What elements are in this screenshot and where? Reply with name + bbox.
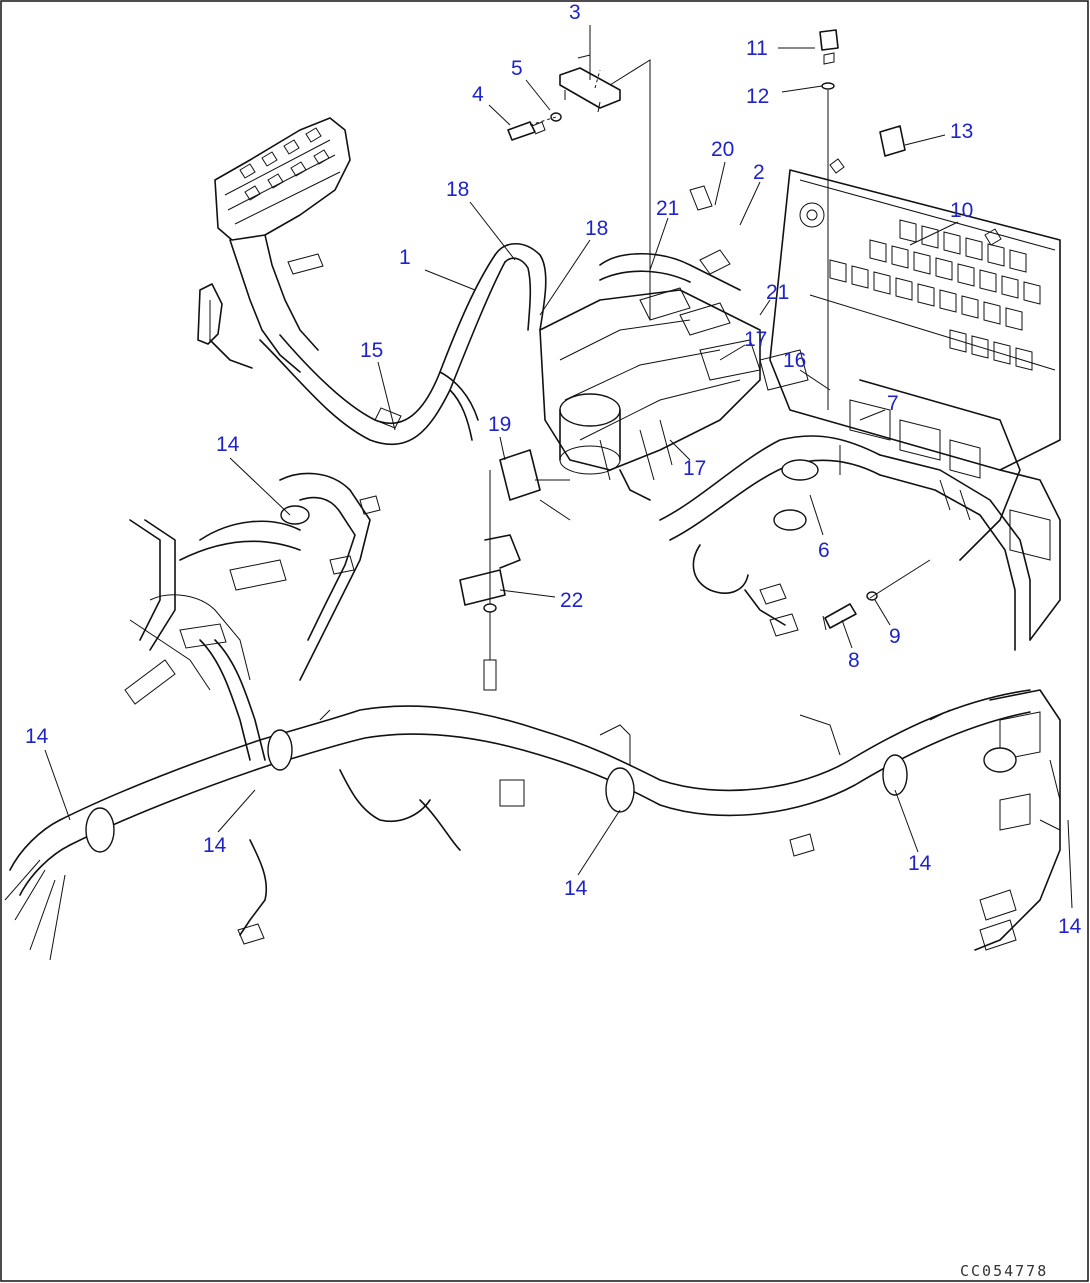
callout-14d: 14 xyxy=(564,877,588,900)
callout-7: 7 xyxy=(887,392,899,415)
callout-17a: 17 xyxy=(744,328,767,351)
connector-cluster-upper-left xyxy=(197,117,351,373)
callout-19: 19 xyxy=(488,413,511,436)
relay-box-10 xyxy=(769,158,1061,641)
cap-11 xyxy=(819,29,839,65)
callout-14c: 14 xyxy=(203,834,227,857)
callout-3: 3 xyxy=(569,1,581,24)
callout-12: 12 xyxy=(746,85,769,108)
bracket-19-22 xyxy=(459,449,571,691)
harness-mid-right xyxy=(659,435,1031,651)
drawing-code: CC054778 xyxy=(960,1262,1048,1280)
harness-lower-long xyxy=(4,689,1031,961)
lower-right-assembly xyxy=(974,689,1061,951)
callout-21b: 21 xyxy=(766,281,789,304)
callout-11: 11 xyxy=(746,37,768,60)
callout-22: 22 xyxy=(560,589,583,612)
callout-14b: 14 xyxy=(25,725,49,748)
bracket-3 xyxy=(559,54,621,113)
callout-14f: 14 xyxy=(1058,915,1082,938)
washer-5 xyxy=(550,112,562,122)
callout-18b: 18 xyxy=(585,217,608,240)
callout-5: 5 xyxy=(511,57,523,80)
callout-15: 15 xyxy=(360,339,383,362)
callout-6: 6 xyxy=(818,539,830,562)
harness-1-trunk xyxy=(259,242,547,446)
relay-13 xyxy=(879,125,906,157)
callout-21a: 21 xyxy=(656,197,679,220)
center-controller-assembly xyxy=(539,185,809,501)
callout-14e: 14 xyxy=(908,852,932,875)
harness-left-middle xyxy=(124,472,381,761)
bolt-4 xyxy=(507,121,546,141)
leader-lines xyxy=(44,25,1073,909)
washer-12 xyxy=(821,82,835,90)
callout-10: 10 xyxy=(950,199,973,222)
relay-grid xyxy=(829,219,1041,371)
washer-9 xyxy=(866,591,878,601)
callout-18a: 18 xyxy=(446,178,469,201)
callout-20: 20 xyxy=(711,138,734,161)
callout-1: 1 xyxy=(399,246,411,269)
callout-17b: 17 xyxy=(683,457,706,480)
callout-16: 16 xyxy=(783,349,806,372)
callout-2: 2 xyxy=(753,161,765,184)
callout-14a: 14 xyxy=(216,433,240,456)
callout-9: 9 xyxy=(889,625,901,648)
bolt-8 xyxy=(822,603,857,631)
callout-8: 8 xyxy=(848,649,860,672)
callout-labels: 3 5 4 11 12 13 20 2 18 18 21 10 1 21 17 … xyxy=(25,1,1082,938)
callout-13: 13 xyxy=(950,120,973,143)
callout-4: 4 xyxy=(472,83,484,106)
